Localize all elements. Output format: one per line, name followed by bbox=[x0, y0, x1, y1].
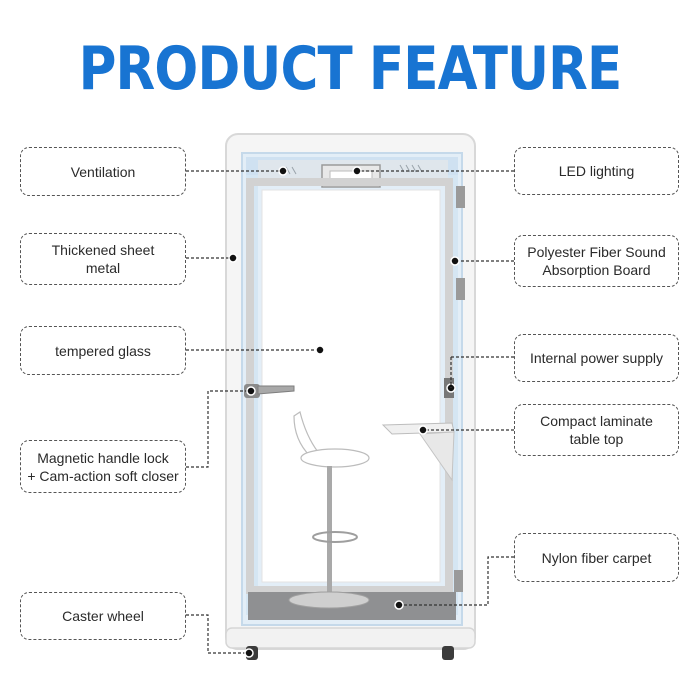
table-support-bracket bbox=[419, 431, 455, 482]
marker-carpet bbox=[394, 600, 404, 610]
top-hinge bbox=[456, 186, 465, 208]
leader-caster bbox=[186, 614, 249, 654]
bottom-hinge bbox=[454, 570, 463, 592]
marker-sound-board bbox=[450, 256, 460, 266]
callout-caster-wheel: Caster wheel bbox=[20, 592, 186, 640]
callout-magnetic-handle-lock: Magnetic handle lock + Cam-action soft c… bbox=[20, 440, 186, 493]
middle-hinge bbox=[456, 278, 465, 300]
marker-led bbox=[352, 166, 362, 176]
marker-caster bbox=[244, 648, 254, 658]
marker-sheet-metal bbox=[228, 253, 238, 263]
caster-wheel-right bbox=[442, 646, 454, 660]
marker-dots bbox=[228, 166, 460, 658]
stool-footrest bbox=[312, 531, 358, 543]
booth-bottom-base bbox=[225, 627, 476, 649]
callout-led-lighting: LED lighting bbox=[514, 147, 679, 195]
leader-carpet bbox=[399, 556, 514, 606]
leader-handle-lock bbox=[186, 390, 251, 468]
callout-compact-laminate-table-top: Compact laminate table top bbox=[514, 404, 679, 456]
stool-seat bbox=[300, 448, 370, 468]
page-title: PRODUCT FEATURE bbox=[78, 34, 623, 104]
marker-ventilation bbox=[278, 166, 288, 176]
callout-internal-power-supply: Internal power supply bbox=[514, 334, 679, 382]
stool-post bbox=[327, 466, 332, 594]
marker-glass bbox=[315, 345, 325, 355]
vent-slots bbox=[285, 164, 423, 175]
callout-tempered-glass: tempered glass bbox=[20, 326, 186, 375]
door-handle-lever bbox=[257, 385, 295, 395]
stool-base-front bbox=[288, 591, 370, 609]
marker-handle bbox=[246, 386, 256, 396]
callout-sound-absorption-board: Polyester Fiber Sound Absorption Board bbox=[514, 235, 679, 287]
callout-nylon-fiber-carpet: Nylon fiber carpet bbox=[514, 533, 679, 582]
marker-table bbox=[418, 425, 428, 435]
callout-thickened-sheet-metal: Thickened sheet metal bbox=[20, 233, 186, 285]
callout-ventilation: Ventilation bbox=[20, 147, 186, 196]
